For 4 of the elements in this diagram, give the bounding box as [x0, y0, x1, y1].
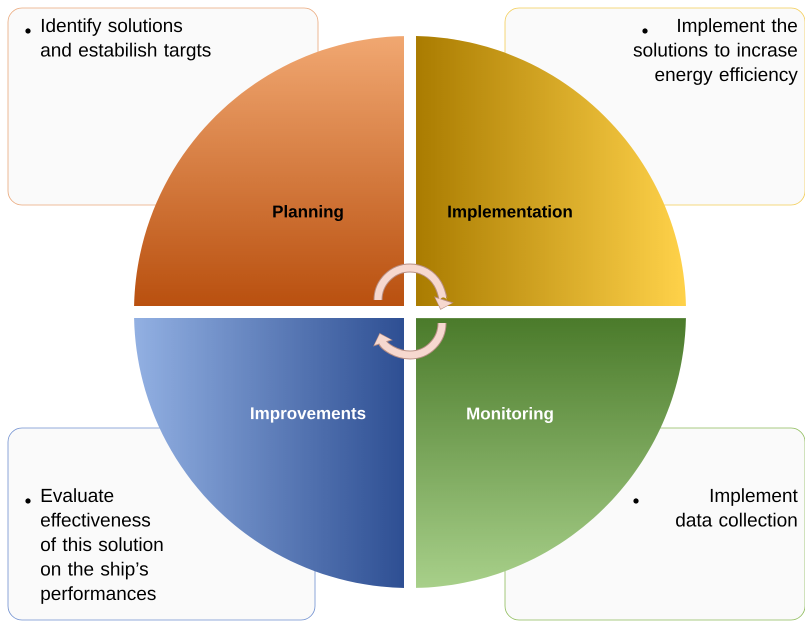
quadrant: Monitoring [467, 407, 553, 423]
quadrant: Improvements [251, 407, 366, 423]
quadrant: Implementation [448, 205, 572, 221]
quadrant: Planning [273, 205, 343, 221]
